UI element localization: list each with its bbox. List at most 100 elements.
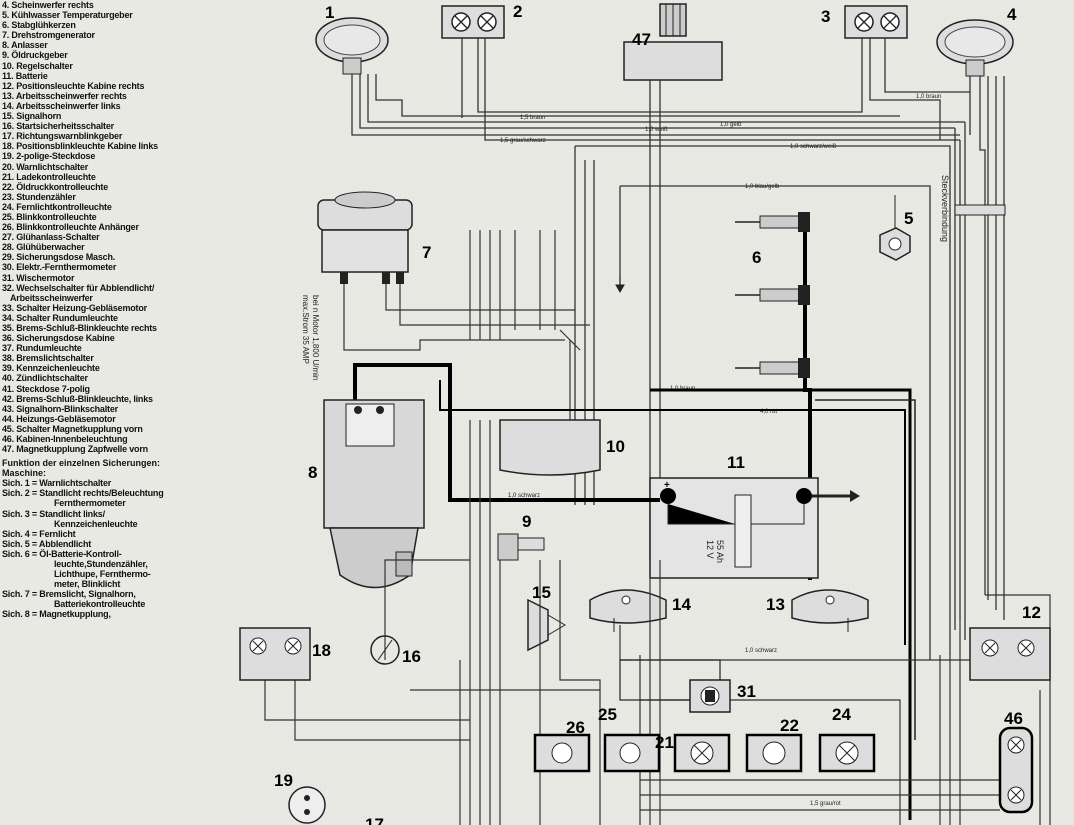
voltage-regulator: 10: [499, 419, 625, 476]
coolant-temp-sender: 5: [879, 195, 913, 261]
parking-lamp-2: 2: [441, 2, 522, 39]
svg-text:1,5 grau/schwarz: 1,5 grau/schwarz: [500, 138, 546, 144]
svg-text:1,0 schwarz: 1,0 schwarz: [508, 493, 540, 499]
magnetic-coupling-47: 47: [623, 3, 723, 81]
start-safety-switch: 16: [370, 635, 421, 666]
component-number-24: 24: [832, 705, 851, 724]
legend-item: 23. Stundenzähler: [2, 191, 76, 202]
legend-item: 29. Sicherungsdose Masch.: [2, 252, 116, 263]
component-number-8: 8: [308, 463, 317, 482]
legend-item: 18. Positionsblinkleuchte Kabine links: [2, 141, 158, 152]
legend-item: 45. Schalter Magnetkupplung vorn: [2, 423, 143, 434]
alternator: 7 max.Strom 35 AMP bei n Motor 1,800 U/m…: [301, 191, 431, 380]
legend-item: 38. Bremslichtschalter: [2, 353, 94, 364]
legend-item: 30. Elektr.-Fernthermometer: [2, 262, 117, 273]
component-number-25: 25: [598, 705, 617, 724]
legend-item: 20. Warnlichtschalter: [2, 161, 88, 172]
fuse-section-subtitle: Maschine:: [2, 468, 47, 479]
component-number-3: 3: [821, 7, 830, 26]
legend-item: 5. Kühlwasser Temperaturgeber: [2, 10, 133, 21]
legend-item: 28. Glühüberwacher: [2, 242, 85, 253]
work-light-right: 13: [766, 589, 869, 632]
legend-item: 32. Wechselschalter für Abblendlicht/: [2, 282, 155, 293]
svg-text:1,0 braun: 1,0 braun: [916, 94, 941, 100]
legend-item: 9. Öldruckgeber: [2, 50, 68, 61]
legend-item: 46. Kabinen-Innenbeleuchtung: [2, 434, 128, 445]
legend-item: 14. Arbeitsscheinwerfer links: [2, 100, 121, 111]
legend-item: 11. Batterie: [2, 70, 48, 81]
legend-item: 27. Glühanlass-Schalter: [2, 232, 100, 243]
fuse-item: meter, Blinklicht: [54, 579, 121, 590]
wiper-motor: 31: [689, 679, 756, 713]
alternator-note-rpm: bei n Motor 1,800 U/min: [311, 295, 320, 380]
position-lamp-18: 18: [239, 627, 331, 681]
oil-pressure-sender: 9: [497, 512, 545, 561]
headlight-right: 4: [936, 5, 1017, 77]
battery-cable-main: [353, 363, 565, 502]
fuse-item: Sich. 5 = Abblendlicht: [2, 538, 92, 549]
work-light-left: 14: [589, 589, 691, 632]
legend-item: 16. Startsicherheitsschalter: [2, 121, 114, 132]
legend-item: 42. Brems-Schluß-Blinkleuchte, links: [2, 393, 153, 404]
fuse-item: Sich. 2 = Standlicht rechts/Beleuchtung: [2, 488, 164, 499]
ground-symbols: [615, 275, 625, 294]
component-number-13: 13: [766, 595, 785, 614]
position-lamp-12: 12: [969, 603, 1051, 681]
fuse-section-title: Funktion der einzelnen Sicherungen:: [2, 458, 161, 469]
component-number-19: 19: [274, 771, 293, 790]
component-number-31: 31: [737, 682, 756, 701]
legend-item: 4. Scheinwerfer rechts: [2, 0, 94, 10]
legend-item: 22. Öldruckkontrolleuchte: [2, 181, 109, 192]
instrument-panel: 26 25 21 22 24: [533, 705, 876, 773]
legend-item: 6. Stabglühkerzen: [2, 20, 76, 31]
component-number-11: 11: [727, 453, 745, 472]
legend-item: 34. Schalter Rundumleuchte: [2, 312, 118, 323]
legend-item: 43. Signalhorn-Blinkschalter: [2, 403, 118, 414]
legend-item: 15. Signalhorn: [2, 111, 62, 122]
parking-lamp-3: 3: [821, 5, 908, 39]
legend-item: 31. Wischermotor: [2, 272, 75, 283]
component-number-2: 2: [513, 2, 522, 21]
legend-item: 40. Zündlichtschalter: [2, 373, 88, 384]
legend-item: 24. Fernlichtkontrolleuchte: [2, 201, 112, 212]
cabin-interior-light: 46: [998, 709, 1034, 814]
component-number-15: 15: [532, 583, 551, 602]
connector-block: [954, 204, 1006, 216]
component-number-16: 16: [402, 647, 421, 666]
gauge-26: 26: [533, 718, 591, 773]
legend-item: 12. Positionsleuchte Kabine rechts: [2, 80, 145, 91]
component-number-26: 26: [566, 718, 585, 737]
svg-text:1,0 schwarz/weiß: 1,0 schwarz/weiß: [790, 144, 837, 150]
svg-text:+: +: [664, 480, 670, 491]
alternator-note-current: max.Strom 35 AMP: [301, 295, 310, 364]
legend-item: 7. Drehstromgenerator: [2, 30, 95, 41]
gauge-22: 22: [745, 716, 803, 773]
starter-motor: 8: [308, 399, 425, 589]
connector-label: Steckverbindung: [940, 175, 950, 242]
component-number-17: 17: [365, 815, 384, 825]
legend-item: 39. Kennzeichenleuchte: [2, 363, 100, 374]
component-number-1: 1: [325, 3, 334, 22]
battery: + 12 V 55 Ah 11: [565, 453, 860, 579]
fuse-item: Sich. 6 = Öl-Batterie-Kontroll-: [2, 548, 122, 559]
component-number-46: 46: [1004, 709, 1023, 728]
legend-item: 35. Brems-Schluß-Blinkleuchte rechts: [2, 323, 157, 333]
battery-voltage: 12 V: [705, 540, 715, 559]
fuse-item: Sich. 3 = Standlicht links/: [2, 508, 105, 519]
fuse-item: Lichthupe, Fernthermo-: [54, 569, 151, 580]
fuse-item: Fernthermometer: [54, 498, 126, 509]
legend-item: 25. Blinkkontrolleuchte: [2, 211, 97, 222]
fuse-item: leuchte,Stundenzähler,: [54, 558, 148, 569]
fuse-item: Sich. 1 = Warnlichtschalter: [2, 478, 112, 489]
alternator-wiring: [343, 230, 590, 420]
component-number-4: 4: [1007, 5, 1017, 24]
fuse-item: Kennzeichenleuchte: [54, 518, 138, 529]
component-number-22: 22: [780, 716, 799, 735]
component-number-18: 18: [312, 641, 331, 660]
fuse-item: Sich. 4 = Fernlicht: [2, 528, 76, 539]
legend-item: 21. Ladekontrolleuchte: [2, 171, 96, 182]
svg-text:1,0 weiß: 1,0 weiß: [645, 127, 668, 133]
